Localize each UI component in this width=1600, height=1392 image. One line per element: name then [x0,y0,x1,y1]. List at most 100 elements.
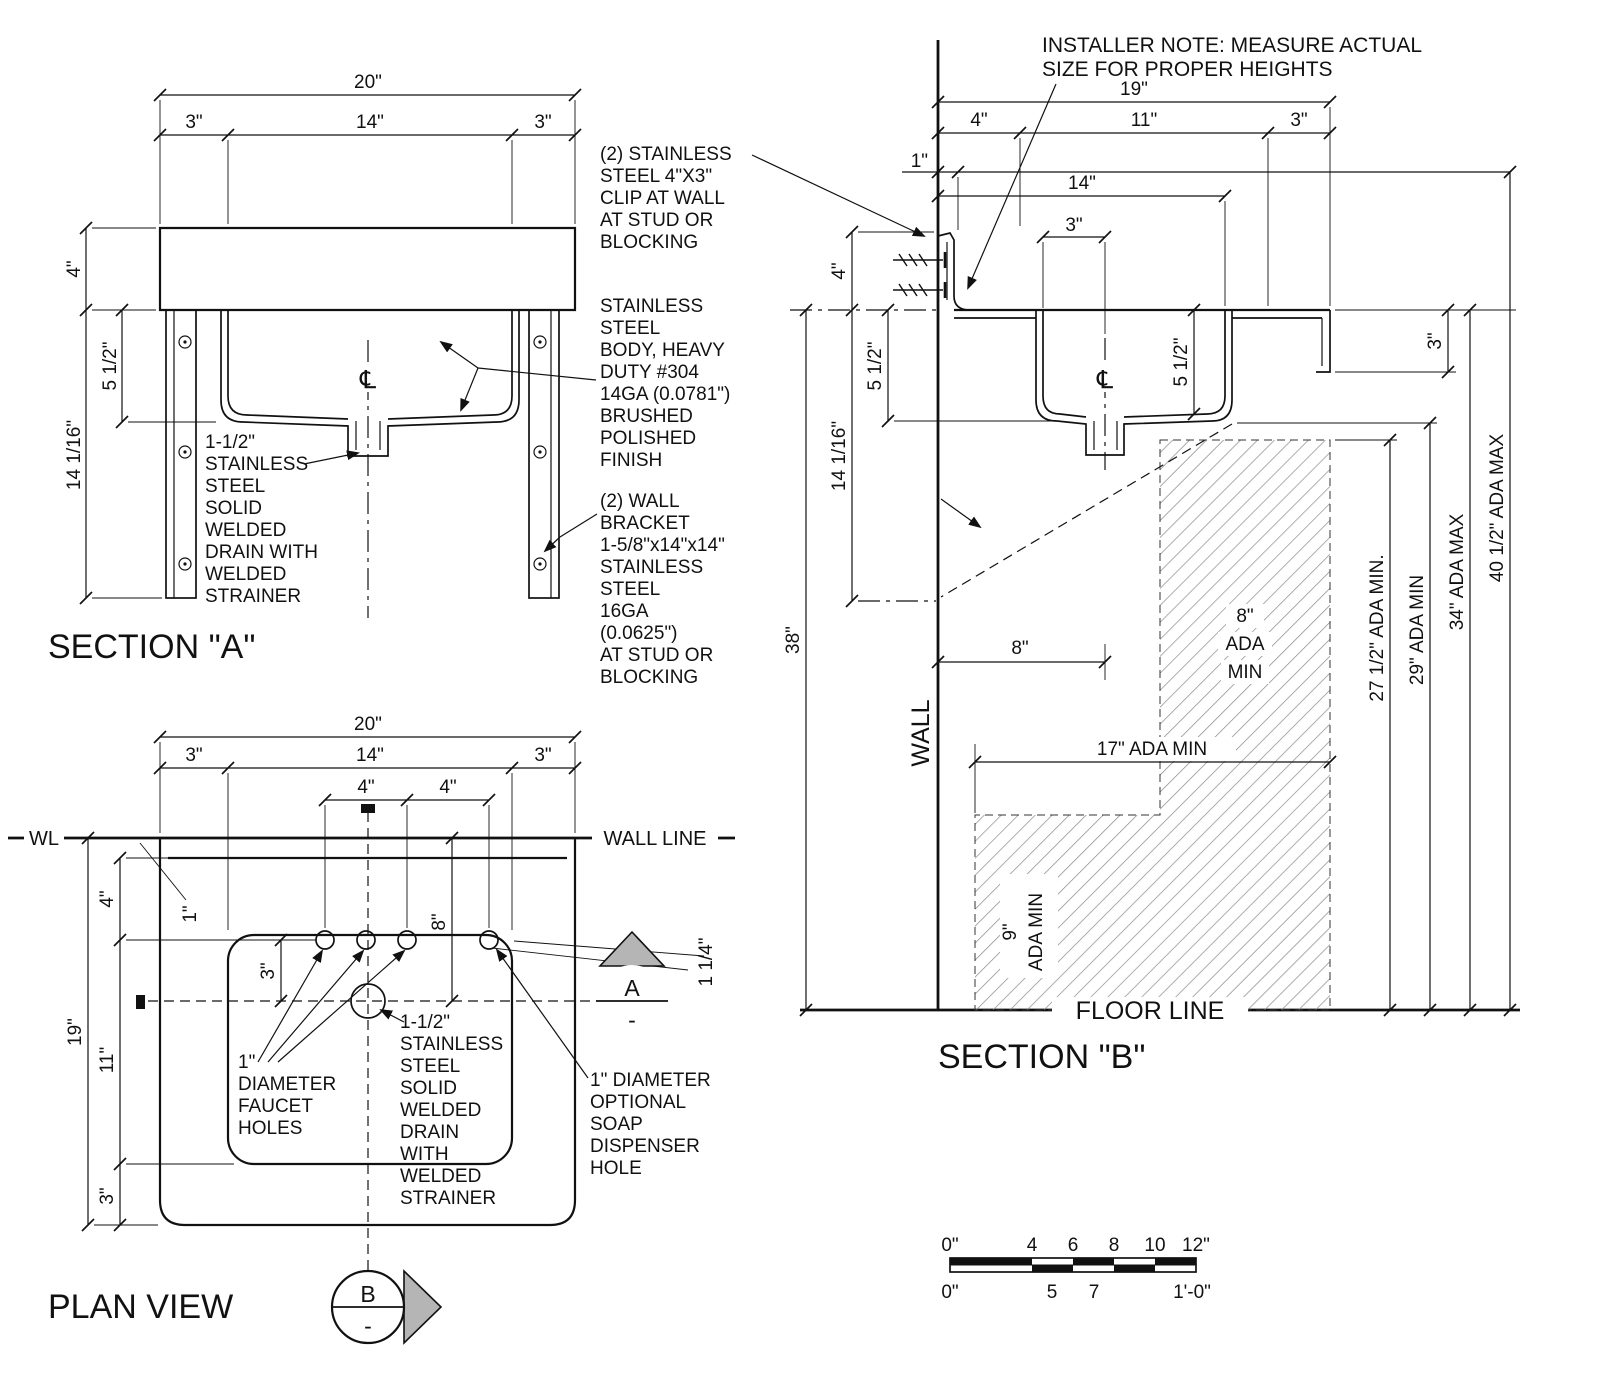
section-a-dimensions: 20" 3" 14" 3" 4" 5 1/2" 14 1/16" [64,72,582,605]
soap-dispenser-hole [479,930,499,950]
dim-plan-soap: 1 1/4" [696,937,717,986]
wall-clip [937,232,971,311]
dim-a-3l: 3" [185,112,202,133]
svg-text:STEEL 4"X3": STEEL 4"X3" [600,166,712,187]
svg-text:MIN: MIN [1228,662,1263,683]
svg-text:BLOCKING: BLOCKING [600,232,698,253]
dim-ada-27: 27 1/2" ADA MIN. [1367,554,1388,701]
plan-view: WL WALL LINE [8,714,735,1345]
svg-text:4: 4 [1027,1235,1038,1256]
left-bracket [165,309,197,599]
dim-a-4: 4" [64,260,85,277]
ada-clearance-hatch [974,439,1331,1011]
section-a-title: SECTION "A" [48,628,255,666]
cut-marker-a [136,995,145,1009]
svg-text:INSTALLER NOTE: MEASURE ACTUAL: INSTALLER NOTE: MEASURE ACTUAL [1042,34,1422,57]
section-a-view: ℄ 20" 3" 14" 3" 4" 5 1/2" 14 1/16" 1-1/2… [48,72,582,666]
dim-b-4: 4" [970,110,987,131]
svg-text:(0.0625"): (0.0625") [600,623,678,644]
svg-text:HOLE: HOLE [590,1158,642,1179]
dim-ada-34: 34" ADA MAX [1447,513,1468,630]
dim-plan-19: 19" [65,1018,86,1046]
svg-text:STAINLESS: STAINLESS [205,454,308,475]
svg-text:1-1/2": 1-1/2" [205,432,255,453]
svg-text:9": 9" [1000,923,1021,940]
svg-text:CLIP AT WALL: CLIP AT WALL [600,188,725,209]
svg-text:1-1/2": 1-1/2" [400,1012,450,1033]
dim-plan-i1: 1" [180,905,201,922]
svg-text:DIAMETER: DIAMETER [238,1074,336,1095]
svg-text:STAINLESS: STAINLESS [600,557,703,578]
plan-drain-note: 1-1/2" STAINLESS STEEL SOLID WELDED DRAI… [379,1009,503,1209]
svg-text:(2) WALL: (2) WALL [600,491,680,512]
ada-labels: 17" ADA MIN 8" ADA MIN 9" ADA MIN [1000,604,1272,978]
svg-text:SOAP: SOAP [590,1114,643,1135]
svg-text:0": 0" [941,1282,958,1303]
dim-plan-v4: 4" [97,890,118,907]
dim-b-8: 8" [1011,638,1028,659]
plan-sink-outline [158,838,577,1227]
marker-a-letter: A [624,975,640,1001]
dim-b-1: 1" [911,151,928,172]
svg-text:BODY, HEAVY: BODY, HEAVY [600,340,725,361]
svg-text:BLOCKING: BLOCKING [600,667,698,688]
svg-text:1'-0": 1'-0" [1173,1282,1211,1303]
svg-text:FINISH: FINISH [600,450,662,471]
body-note: STAINLESS STEEL BODY, HEAVY DUTY #304 14… [439,296,730,471]
wall-line-label: WALL LINE [604,828,707,850]
dim-ada-40: 40 1/2" ADA MAX [1487,434,1508,583]
scale-bar: 0" 4 6 8 10 12" 0" 5 7 1'-0" [941,1235,1211,1303]
dim-plan-4a: 4" [357,777,374,798]
svg-text:WELDED: WELDED [205,520,286,541]
dim-plan-11: 11" [97,1047,118,1073]
dim-plan-20: 20" [354,714,382,735]
dim-a-20: 20" [354,72,382,93]
right-bracket [528,309,560,599]
svg-text:STEEL: STEEL [400,1056,460,1077]
sink-a-bowl-inner [227,310,513,420]
svg-text:STAINLESS: STAINLESS [600,296,703,317]
svg-text:HOLES: HOLES [238,1118,302,1139]
svg-text:0": 0" [941,1235,958,1256]
dim-b-11: 11" [1131,110,1157,131]
drain-note-a: 1-1/2" STAINLESS STEEL SOLID WELDED DRAI… [205,432,360,607]
svg-text:WELDED: WELDED [400,1166,481,1187]
svg-text:10: 10 [1144,1235,1165,1256]
dim-b-h4: 4" [829,262,850,279]
installer-note: INSTALLER NOTE: MEASURE ACTUAL SIZE FOR … [967,34,1422,290]
svg-text:STEEL: STEEL [205,476,265,497]
dim-b-14: 14" [1068,173,1096,194]
section-marker-a: A - [596,930,668,1037]
faucet-holes [315,930,417,950]
svg-text:ADA: ADA [1225,634,1264,655]
dim-plan-v3: 3" [97,1187,118,1204]
bracket-note: (2) WALL BRACKET 1-5/8"x14"x14" STAINLES… [543,491,725,688]
sink-a-fascia [158,226,577,312]
section-b-title: SECTION "B" [938,1038,1145,1076]
svg-text:DISPENSER: DISPENSER [590,1136,700,1157]
plan-view-title: PLAN VIEW [48,1288,233,1326]
sink-b-body [954,308,1331,456]
svg-text:STEEL: STEEL [600,318,660,339]
dim-b-38: 38" [783,626,804,654]
marker-a-number: - [628,1007,636,1033]
svg-text:AT STUD OR: AT STUD OR [600,645,713,666]
section-arrow-b [403,1269,443,1345]
svg-text:1" DIAMETER: 1" DIAMETER [590,1070,711,1091]
marker-b-number: - [364,1313,372,1339]
wall-label: WALL [907,699,935,766]
dim-b-19: 19" [1120,79,1148,100]
svg-text:AT STUD OR: AT STUD OR [600,210,713,231]
svg-text:(2) STAINLESS: (2) STAINLESS [600,144,732,165]
clip-note: (2) STAINLESS STEEL 4"X3" CLIP AT WALL A… [600,144,926,253]
svg-text:5: 5 [1047,1282,1058,1303]
svg-text:STRAINER: STRAINER [400,1188,496,1209]
svg-text:7: 7 [1089,1282,1100,1303]
svg-text:6: 6 [1068,1235,1079,1256]
dim-plan-14: 14" [356,745,384,766]
svg-text:BRUSHED: BRUSHED [600,406,693,427]
bracket-holes [178,335,547,571]
faucet-note: 1" DIAMETER FAUCET HOLES [238,949,406,1139]
svg-text:DRAIN WITH: DRAIN WITH [205,542,318,563]
